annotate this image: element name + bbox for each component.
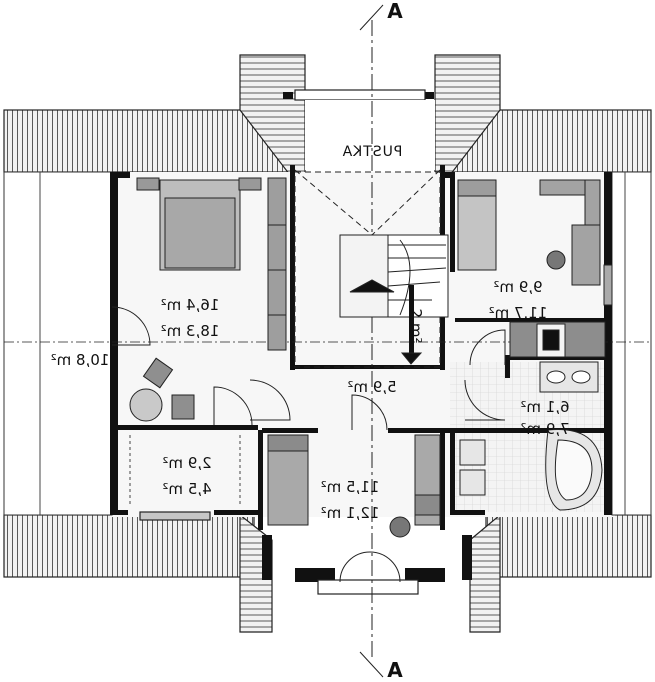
stairs [339, 234, 449, 365]
area-wardrobe-b: 4,5 m² [162, 480, 211, 498]
area-bedroom-left-b: 18,3 m² [161, 322, 220, 340]
void-area [294, 100, 441, 368]
section-marker-top: A [387, 0, 403, 23]
area-labels: 16,4 m² 18,3 m² 10,8 m² 5,9 m² 2 m² 9,9 … [51, 278, 570, 522]
area-bedroom-bottom-b: 12,1 m² [321, 504, 380, 522]
section-line [359, 4, 384, 678]
furniture-right-bedroom [457, 179, 613, 358]
roof-eaves [3, 54, 652, 633]
area-bedroom-right-a: 9,9 m² [493, 278, 542, 296]
area-wardrobe-a: 2,9 m² [162, 454, 211, 472]
area-hall: 5,9 m² [347, 378, 396, 396]
section-marker-bottom: A [387, 658, 403, 682]
area-bathroom-b: 7,9 m² [520, 420, 569, 438]
area-bathroom-a: 6,1 m² [520, 398, 569, 416]
area-bedroom-right-b: 11,7 m² [489, 304, 548, 322]
furniture-bottom-bedroom [267, 434, 441, 538]
attic-right [611, 171, 652, 516]
furniture-left-bedroom [129, 177, 287, 422]
attic-left [3, 171, 113, 516]
bathroom-fixtures [459, 361, 603, 511]
door-swings [111, 306, 506, 583]
area-attic-left: 10,8 m² [51, 351, 110, 369]
windows [139, 89, 426, 595]
area-bedroom-bottom-a: 11,5 m² [321, 478, 380, 496]
area-bedroom-left-a: 16,4 m² [161, 296, 220, 314]
void-label: PUSTKA [342, 144, 403, 160]
area-stairs: 2 m² [407, 309, 425, 344]
